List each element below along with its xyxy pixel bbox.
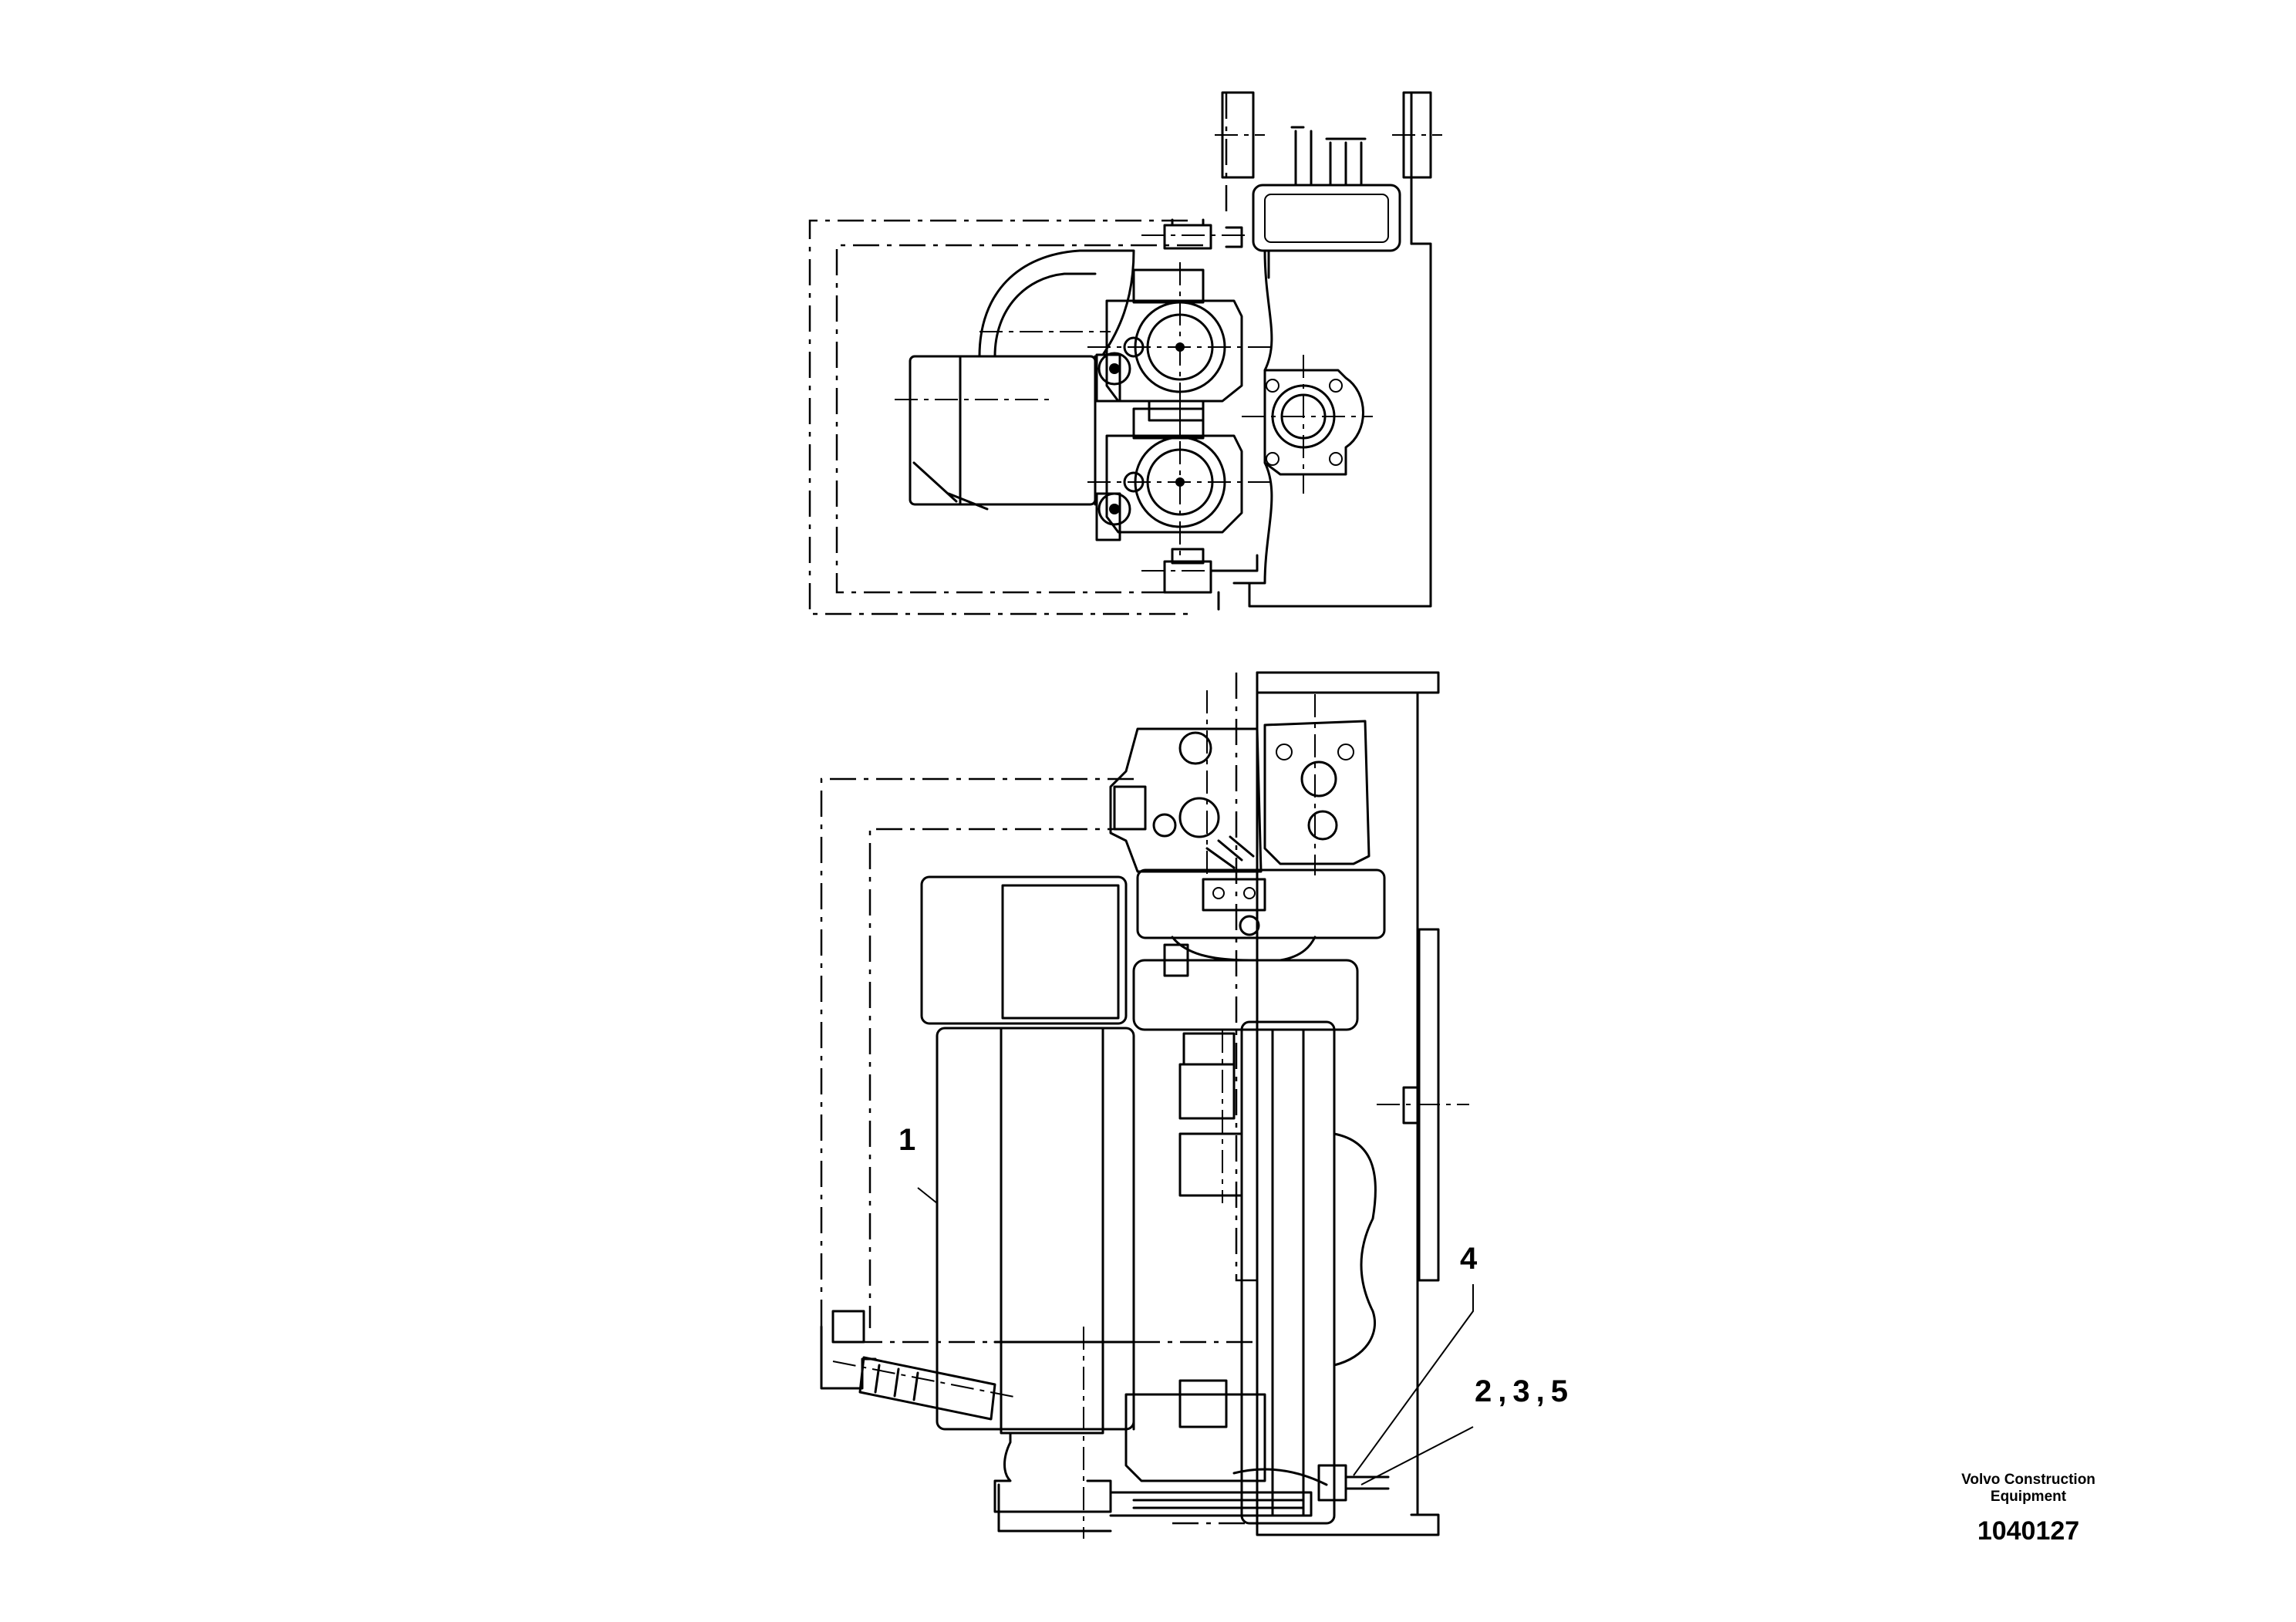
side-motor-upper — [920, 875, 1128, 1025]
brand-line-2: Equipment — [1990, 1488, 2067, 1505]
top-housing — [1252, 184, 1401, 252]
top-motor — [909, 355, 1097, 506]
leader-235 — [1360, 1426, 1474, 1485]
top-gearbox — [1242, 355, 1373, 494]
leader-1 — [917, 1187, 938, 1204]
top-lower-pump — [1087, 401, 1273, 563]
side-hose-fitting — [820, 1310, 1019, 1421]
top-outer-frame — [808, 219, 1192, 615]
side-frame-top — [1256, 671, 1440, 694]
side-view — [820, 671, 1474, 1539]
side-shaft-column — [1240, 1020, 1336, 1525]
callout-1: 1 — [899, 1123, 916, 1157]
side-tank — [936, 1027, 1135, 1539]
brand-label: Volvo Construction Equipment — [1928, 1472, 2129, 1506]
side-base-assembly — [993, 1379, 1390, 1533]
brand-line-1: Volvo Construction — [1961, 1472, 2095, 1488]
side-outer-outline — [820, 777, 1134, 1390]
top-view — [808, 91, 1442, 615]
leader-4 — [1353, 1284, 1474, 1476]
side-pump-right — [1263, 694, 1371, 875]
top-inner-frame — [835, 244, 1203, 594]
side-coupling-band — [1136, 868, 1386, 939]
callout-4: 4 — [1460, 1242, 1478, 1276]
callout-2-3-5: 2 , 3 , 5 — [1475, 1374, 1568, 1408]
top-frame-right — [1248, 242, 1432, 608]
side-pump-left — [1109, 690, 1263, 879]
top-flywheel — [978, 249, 1135, 358]
document-number: 1040127 — [1977, 1516, 2080, 1546]
